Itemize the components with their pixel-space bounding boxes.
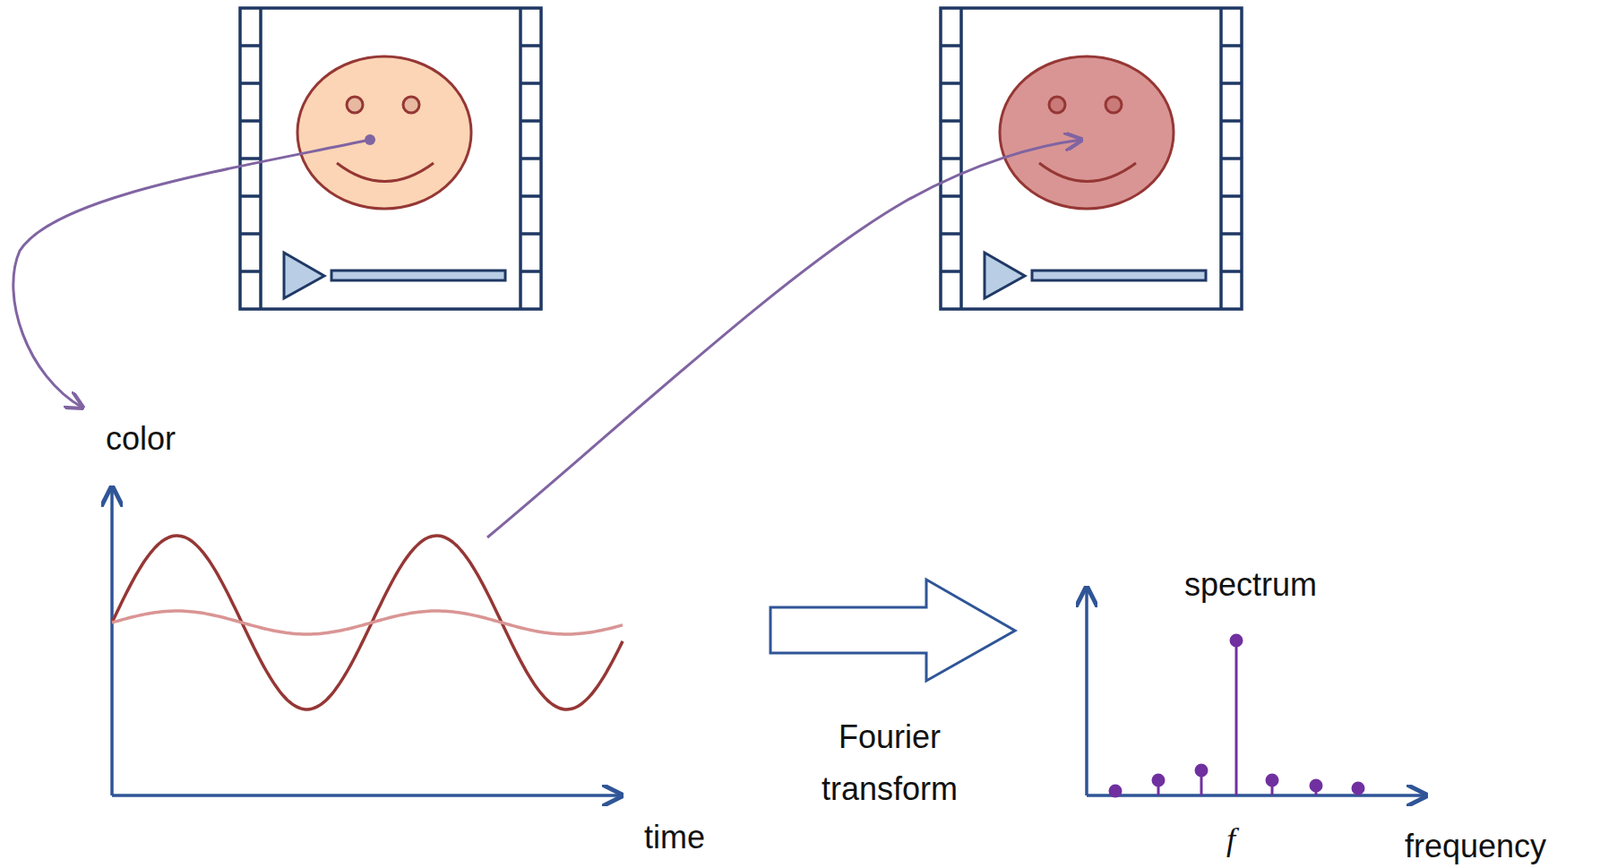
color-signal <box>111 535 623 710</box>
video-frame <box>240 8 542 310</box>
axis-label: color <box>105 418 176 460</box>
leader-line <box>13 139 370 408</box>
axis-label: time <box>644 817 706 859</box>
leader-line <box>487 139 1082 538</box>
transform-arrow <box>770 579 1016 681</box>
axis-label: frequency <box>1404 825 1547 868</box>
frequency-marker: f <box>1226 818 1236 861</box>
axis <box>1086 793 1427 798</box>
axis <box>110 487 114 796</box>
video-frame <box>940 8 1242 310</box>
axis <box>1084 587 1089 796</box>
pixel-dot <box>364 134 376 146</box>
chart-title: spectrum <box>1184 564 1317 606</box>
axis <box>111 793 622 798</box>
spectrum-stems <box>1109 635 1364 797</box>
transform-label: Fourier transform <box>773 711 1007 816</box>
color-signal <box>111 610 623 635</box>
